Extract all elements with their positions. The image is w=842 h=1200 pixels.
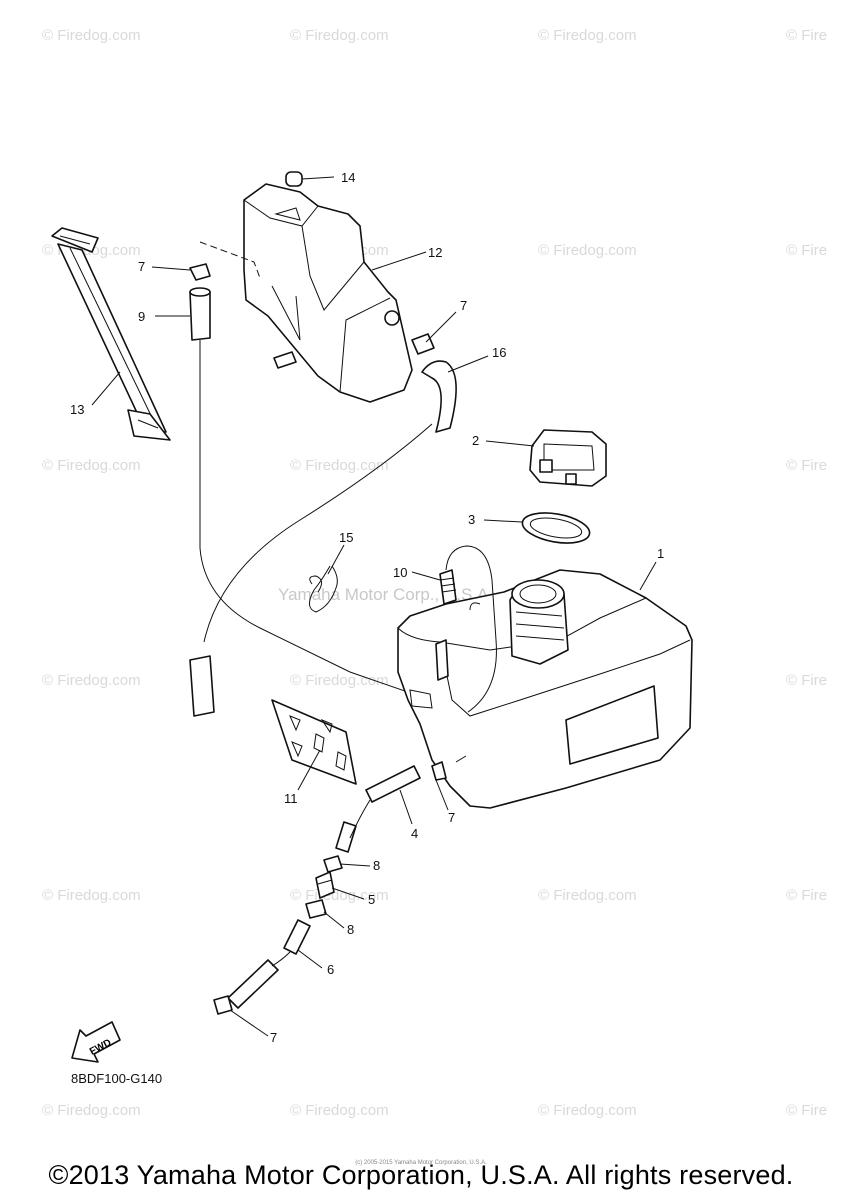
diagram-code: 8BDF100-G140 [71, 1071, 163, 1086]
watermark: © Fire [786, 887, 827, 904]
hose-clamp [431, 761, 447, 781]
watermark: © Fire [786, 1102, 827, 1119]
cap-gasket [521, 512, 591, 544]
callout-7: 7 [270, 1030, 277, 1045]
breather-hose [189, 287, 211, 341]
leader-lines [91, 176, 657, 1037]
vent-hose [439, 545, 497, 713]
watermark: © Fire [786, 672, 827, 689]
callout-5: 5 [368, 892, 375, 907]
callout-2: 2 [472, 433, 479, 448]
fuel-hose-lower [227, 919, 311, 1009]
reservoir-cap [285, 171, 303, 187]
watermark: © Firedog.com [42, 1102, 141, 1119]
fine-print: (c) 2005-2015 Yamaha Motor Corporation, … [355, 1160, 487, 1166]
watermark-layer: © Firedog.com © Firedog.com © Firedog.co… [42, 27, 827, 1119]
callout-15: 15 [339, 530, 353, 545]
callout-12: 12 [428, 245, 442, 260]
callout-4: 4 [411, 826, 418, 841]
callout-13: 13 [70, 402, 84, 417]
callout-3: 3 [468, 512, 475, 527]
callout-9: 9 [138, 309, 145, 324]
callout-8: 8 [347, 922, 354, 937]
watermark: © Firedog.com [290, 672, 389, 689]
fuel-cap [529, 429, 607, 487]
callout-7: 7 [138, 259, 145, 274]
hose-clip [309, 565, 338, 613]
watermark: © Firedog.com [538, 887, 637, 904]
reservoir-tank [199, 183, 413, 403]
watermark: © Firedog.com [42, 27, 141, 44]
callout-10: 10 [393, 565, 407, 580]
watermark: © Firedog.com [538, 27, 637, 44]
callout-1: 1 [657, 546, 664, 561]
heat-protector-plate [271, 699, 357, 785]
hose-clamp [213, 995, 233, 1015]
watermark-center: Yamaha Motor Corp., U.S.A. [278, 585, 493, 604]
watermark: © Fire [786, 457, 827, 474]
callout-16: 16 [492, 345, 506, 360]
fuel-tank [397, 569, 693, 809]
watermark: © Firedog.com [290, 27, 389, 44]
fuel-hose-upper [335, 765, 421, 853]
watermark: © Firedog.com [538, 1102, 637, 1119]
callout-11: 11 [284, 791, 298, 806]
watermark: © Firedog.com [290, 457, 389, 474]
callout-14: 14 [341, 170, 355, 185]
overflow-hose [421, 360, 457, 433]
hose-routing [189, 340, 467, 717]
forward-arrow-icon: FWD [71, 1021, 121, 1063]
callout-7: 7 [448, 810, 455, 825]
watermark: © Firedog.com [42, 672, 141, 689]
callout-labels: 14 12 7 9 7 16 13 2 3 15 10 1 11 4 7 8 5… [70, 170, 664, 1045]
watermark: © Fire [786, 242, 827, 259]
fuel-joint [315, 871, 335, 899]
watermark: © Firedog.com [538, 242, 637, 259]
fuel-tank-strap [51, 227, 171, 441]
watermark: © Firedog.com [42, 457, 141, 474]
copyright-notice: ©2013 Yamaha Motor Corporation, U.S.A. A… [48, 1160, 794, 1190]
callout-8: 8 [373, 858, 380, 873]
callout-7: 7 [460, 298, 467, 313]
callout-6: 6 [327, 962, 334, 977]
watermark: © Firedog.com [290, 887, 389, 904]
watermark: © Fire [786, 27, 827, 44]
watermark: © Firedog.com [42, 887, 141, 904]
watermark: © Firedog.com [290, 1102, 389, 1119]
